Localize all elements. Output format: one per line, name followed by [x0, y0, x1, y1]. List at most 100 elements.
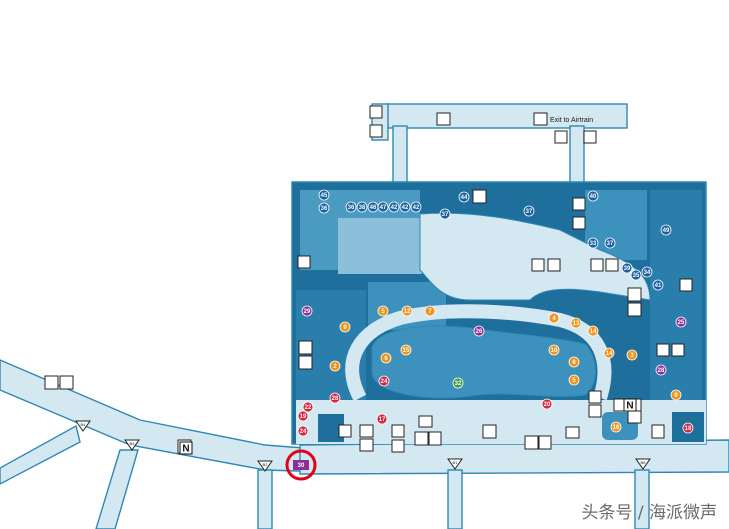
store-marker-blue[interactable]: 39	[621, 262, 633, 274]
phone-icon[interactable]	[538, 435, 552, 450]
store-marker-red[interactable]: 22	[302, 401, 314, 413]
store-marker-orange[interactable]: 14	[587, 325, 599, 337]
store-marker-red[interactable]: 18	[682, 422, 694, 434]
store-marker-orange[interactable]: 2	[329, 360, 341, 372]
store-marker-orange[interactable]: 9	[339, 321, 351, 333]
store-marker-red[interactable]: 20	[541, 398, 553, 410]
store-marker-orange[interactable]: 13	[570, 317, 582, 329]
exit-to-airtrain-label[interactable]: Exit to Airtrain	[550, 117, 594, 124]
store-marker-blue[interactable]: 35	[630, 269, 642, 281]
gate-marker-b1[interactable]	[447, 458, 463, 470]
store-marker-orange[interactable]: 8	[568, 356, 580, 368]
store-marker-blue[interactable]: 38	[356, 201, 368, 213]
store-marker-blue[interactable]: 49	[660, 224, 672, 236]
store-marker-orange[interactable]: 16	[610, 421, 622, 433]
restroom-icon[interactable]	[472, 189, 487, 204]
store-marker-purple[interactable]: 25	[675, 316, 687, 328]
store-marker-orange[interactable]: 12	[401, 305, 413, 317]
escalator-icon[interactable]	[590, 258, 604, 272]
store-marker-blue[interactable]: 37	[523, 205, 535, 217]
gate-marker-b2[interactable]	[257, 460, 273, 472]
restroom-icon[interactable]	[627, 287, 642, 302]
store-marker-blue[interactable]: 36	[345, 201, 357, 213]
phone-icon[interactable]	[428, 431, 442, 446]
info-icon[interactable]	[482, 424, 497, 439]
gate-marker-b3[interactable]	[124, 439, 140, 451]
store-marker-orange[interactable]: 6	[380, 352, 392, 364]
store-marker-orange[interactable]: 14	[603, 347, 615, 359]
store-marker-orange[interactable]: 5	[568, 374, 580, 386]
store-marker-orange[interactable]: 15	[400, 344, 412, 356]
family-restroom-icon[interactable]	[627, 302, 642, 317]
store-marker-label: 24	[300, 429, 307, 435]
escalator-icon[interactable]	[391, 439, 405, 453]
escalator-icon[interactable]	[588, 404, 602, 418]
store-marker-red[interactable]: 24	[297, 425, 309, 437]
store-marker-orange[interactable]: 4	[548, 312, 560, 324]
store-marker-orange[interactable]: 7	[424, 305, 436, 317]
currency-exchange-icon[interactable]	[627, 410, 642, 424]
store-marker-blue[interactable]: 34	[641, 266, 653, 278]
gate-marker-b6[interactable]	[635, 458, 651, 470]
store-marker-label: 25	[678, 320, 685, 326]
store-marker-red[interactable]: 24	[378, 375, 390, 387]
atm-icon[interactable]	[565, 426, 580, 439]
elevator-icon[interactable]	[531, 258, 545, 272]
store-marker-label: 30	[298, 463, 305, 469]
elevator-icon[interactable]	[671, 343, 685, 357]
escalator-icon[interactable]	[572, 197, 586, 211]
store-marker-purple[interactable]: 28	[655, 364, 667, 376]
store-marker-blue[interactable]: 41	[652, 279, 664, 291]
store-marker-blue[interactable]: 42	[410, 201, 422, 213]
elevator-icon[interactable]	[338, 424, 352, 438]
escalator-icon[interactable]	[605, 258, 619, 272]
store-marker-orange[interactable]: 5	[377, 305, 389, 317]
phone-icon[interactable]	[359, 438, 374, 452]
phone-icon[interactable]	[651, 424, 665, 439]
escalator-icon[interactable]	[391, 424, 405, 438]
restroom-icon[interactable]	[59, 375, 74, 390]
store-marker-blue[interactable]: 37	[604, 237, 616, 249]
gate-marker-b4[interactable]	[75, 420, 91, 432]
store-marker-label: 6	[384, 356, 388, 362]
store-marker-orange[interactable]: 10	[548, 344, 560, 356]
elevator-icon[interactable]	[679, 278, 693, 292]
escalator-icon[interactable]	[588, 390, 602, 404]
elevator-icon[interactable]	[554, 130, 568, 144]
family-restroom-icon[interactable]	[298, 355, 313, 370]
escalator-icon[interactable]	[656, 343, 670, 357]
store-marker-blue[interactable]: 44	[458, 191, 470, 203]
elevator-icon[interactable]	[583, 130, 597, 144]
info-icon[interactable]	[414, 431, 429, 446]
store-marker-purple[interactable]: 26	[473, 325, 485, 337]
escalator-icon[interactable]	[533, 112, 548, 126]
escalator-icon[interactable]	[436, 112, 451, 126]
store-marker-blue[interactable]: 33	[587, 237, 599, 249]
store-marker-red[interactable]: 28	[329, 392, 341, 404]
store-marker-blue[interactable]: 42	[388, 201, 400, 213]
elevator-icon[interactable]	[297, 255, 311, 269]
accessible-icon[interactable]	[44, 375, 59, 390]
store-marker-orange[interactable]: 9	[670, 389, 682, 401]
store-marker-red[interactable]: 19	[297, 410, 309, 422]
store-marker-blue[interactable]: 40	[587, 190, 599, 202]
store-marker-orange[interactable]: 3	[626, 349, 638, 361]
first-aid-icon[interactable]	[572, 216, 586, 230]
store-marker-green[interactable]: 32	[452, 377, 464, 389]
restroom-icon[interactable]	[298, 340, 313, 355]
atm-icon[interactable]	[418, 415, 433, 428]
elevator-icon[interactable]	[369, 105, 383, 119]
store-marker-blue[interactable]: 45	[318, 189, 330, 201]
store-marker-blue[interactable]: 36	[318, 202, 330, 214]
store-marker-blue[interactable]: 42	[399, 201, 411, 213]
store-marker-purple[interactable]: 29	[301, 305, 313, 317]
currency-exchange-icon[interactable]	[359, 424, 374, 438]
currency-exchange-icon[interactable]	[524, 435, 539, 450]
store-marker-blue[interactable]: 46	[367, 201, 379, 213]
elevator-icon[interactable]	[369, 124, 383, 138]
store-marker-blue[interactable]: 47	[377, 201, 389, 213]
store-marker-blue[interactable]: 37	[439, 208, 451, 220]
highlighted-store-marker[interactable]: 30	[293, 460, 309, 470]
escalator-icon[interactable]	[547, 258, 561, 272]
store-marker-red[interactable]: 17	[376, 413, 388, 425]
